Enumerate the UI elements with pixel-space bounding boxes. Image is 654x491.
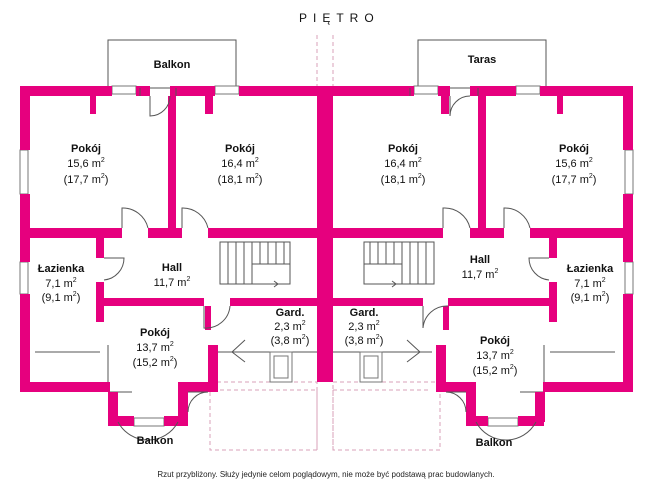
svg-text:(18,1 m2): (18,1 m2) [218,173,263,186]
room-label: Pokój 13,7 m2 (15,2 m2) [133,327,178,369]
svg-text:16,4 m2: 16,4 m2 [221,157,259,170]
svg-text:(3,8 m2): (3,8 m2) [345,334,384,347]
balcony-bottom-right-label: Balkon [476,437,513,449]
balcony-door-frames [139,88,479,96]
svg-text:(18,1 m2): (18,1 m2) [381,173,426,186]
terrace-label: Taras [468,54,497,66]
room-label: Hall 11,7 m2 [462,254,499,281]
disclaimer-caption: Rzut przybliżony. Służy jedynie celom po… [157,470,494,479]
room-label: Łazienka 7,1 m2 (9,1 m2) [567,263,614,304]
balcony-bottom-left-label: Balkon [137,435,174,447]
svg-text:(17,7 m2): (17,7 m2) [64,173,109,186]
svg-text:Hall: Hall [162,262,182,274]
svg-text:Hall: Hall [470,254,490,266]
svg-text:Łazienka: Łazienka [38,263,85,275]
svg-text:Łazienka: Łazienka [567,263,614,275]
room-label: Pokój 16,4 m2 (18,1 m2) [218,143,263,186]
room-label: Hall 11,7 m2 [154,262,191,289]
svg-text:13,7 m2: 13,7 m2 [476,349,514,362]
room-label: Pokój 13,7 m2 (15,2 m2) [473,335,518,377]
svg-text:16,4 m2: 16,4 m2 [384,157,422,170]
stairs-left [219,241,291,288]
svg-text:(3,8 m2): (3,8 m2) [271,334,310,347]
balcony-top-label: Balkon [154,59,191,71]
svg-text:(15,2 m2): (15,2 m2) [133,356,178,369]
svg-text:(17,7 m2): (17,7 m2) [552,173,597,186]
door-swings [103,95,550,441]
room-label: Pokój 15,6 m2 (17,7 m2) [552,143,597,186]
svg-text:2,3 m2: 2,3 m2 [348,320,380,333]
svg-text:Pokój: Pokój [140,327,170,339]
room-label: Łazienka 7,1 m2 (9,1 m2) [38,263,85,304]
room-label: Pokój 15,6 m2 (17,7 m2) [64,143,109,186]
svg-text:7,1 m2: 7,1 m2 [45,277,77,290]
svg-text:11,7 m2: 11,7 m2 [154,276,191,289]
svg-text:Pokój: Pokój [71,143,101,155]
room-label: Gard. 2,3 m2 (3,8 m2) [345,307,384,347]
svg-text:Gard.: Gard. [350,307,379,319]
svg-text:2,3 m2: 2,3 m2 [274,320,306,333]
svg-text:Gard.: Gard. [276,307,305,319]
svg-text:Pokój: Pokój [559,143,589,155]
thick-walls [20,86,633,426]
room-labels: Pokój 15,6 m2 (17,7 m2) Pokój 16,4 m2 (1… [38,143,614,377]
svg-text:(15,2 m2): (15,2 m2) [473,364,518,377]
svg-text:Pokój: Pokój [225,143,255,155]
stairs-right [363,241,435,288]
dashed-guides [209,35,441,451]
svg-text:(9,1 m2): (9,1 m2) [571,291,610,304]
svg-text:13,7 m2: 13,7 m2 [136,341,174,354]
svg-text:11,7 m2: 11,7 m2 [462,268,499,281]
svg-text:7,1 m2: 7,1 m2 [574,277,606,290]
svg-text:15,6 m2: 15,6 m2 [67,157,105,170]
svg-text:Pokój: Pokój [480,335,510,347]
room-label: Pokój 16,4 m2 (18,1 m2) [381,143,426,186]
svg-text:Pokój: Pokój [388,143,418,155]
svg-text:(9,1 m2): (9,1 m2) [42,291,81,304]
room-label: Gard. 2,3 m2 (3,8 m2) [271,307,310,347]
svg-text:15,6 m2: 15,6 m2 [555,157,593,170]
floor-title: PIĘTRO [299,11,380,25]
